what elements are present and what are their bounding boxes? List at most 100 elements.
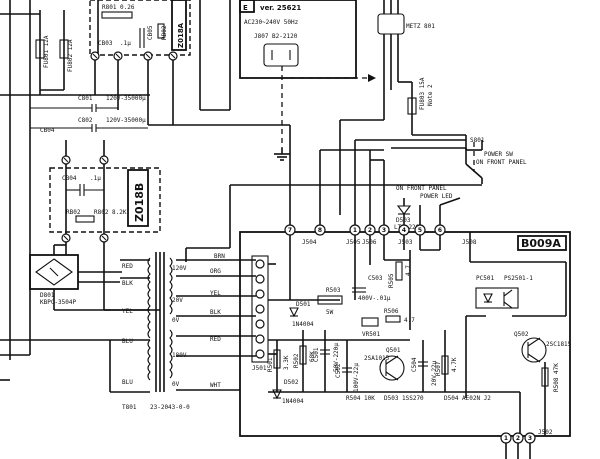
svg-text:R801 0.26: R801 0.26: [102, 4, 135, 11]
svg-text:PS2501-1: PS2501-1: [504, 275, 533, 282]
svg-text:2: 2: [368, 227, 372, 234]
svg-text:D504: D504: [444, 395, 459, 402]
svg-text:R505: R505: [388, 273, 395, 288]
svg-text:ON FRONT PANEL: ON FRONT PANEL: [476, 159, 527, 166]
svg-text:C502: C502: [335, 363, 342, 378]
board-connector-pins: 7 8 1 2 3 4 5 6 J504 J505 J506 J503 J508: [284, 224, 477, 246]
svg-text:20V-22µ: 20V-22µ: [431, 360, 438, 386]
svg-text:8: 8: [318, 227, 322, 234]
svg-text:ver. 25621: ver. 25621: [260, 4, 301, 12]
svg-text:20V: 20V: [172, 297, 183, 304]
fuse-fu801: FU801 12A: [35, 10, 50, 90]
resistor-r503: R503 5W: [317, 287, 343, 316]
svg-text:1SS270: 1SS270: [402, 395, 424, 402]
svg-text:5: 5: [418, 227, 422, 234]
resistor-r504: R504 10K: [346, 395, 375, 402]
diode-d502: D502 1N4004: [272, 379, 304, 405]
svg-text:2: 2: [516, 435, 520, 442]
svg-text:R501: R501: [267, 357, 274, 372]
resistor-r506: R506 4.7: [384, 308, 415, 324]
svg-text:METZ 801: METZ 801: [406, 23, 435, 30]
svg-text:7: 7: [288, 227, 292, 234]
svg-text:POWER SW: POWER SW: [484, 151, 513, 158]
svg-text:Q501: Q501: [386, 347, 401, 354]
z018a-label: Z018A: [177, 22, 185, 48]
svg-text:J504: J504: [302, 239, 317, 246]
svg-text:R506: R506: [384, 308, 399, 315]
power-switch-s801[interactable]: S801 POWER SW ON FRONT PANEL: [465, 137, 527, 179]
svg-text:5W: 5W: [326, 309, 334, 316]
svg-text:KBPC-3504P: KBPC-3504P: [40, 299, 77, 306]
svg-text:Q502: Q502: [514, 331, 529, 338]
svg-text:2SA1015: 2SA1015: [364, 355, 390, 362]
svg-text:AE02N J2: AE02N J2: [462, 395, 491, 402]
svg-text:D502: D502: [284, 379, 299, 386]
resistor-r507: R507 4.7K: [435, 355, 458, 376]
svg-text:4.7: 4.7: [405, 265, 412, 276]
svg-text:68K: 68K: [309, 351, 316, 362]
capacitor-c504: C504 20V-22µ: [411, 357, 438, 386]
svg-text:2SC1815: 2SC1815: [546, 341, 572, 348]
svg-text:C801: C801: [78, 95, 93, 102]
svg-text:BLK: BLK: [210, 309, 221, 316]
optocoupler-pc501: PC501 PS2501-1: [475, 275, 533, 309]
transistor-q502: Q502 2SC1815: [514, 331, 572, 363]
svg-text:0V: 0V: [172, 317, 180, 324]
svg-text:0V: 0V: [172, 381, 180, 388]
board-z018b: Z018B CB04 .1µ RB02 R802 8.2K: [49, 155, 161, 243]
svg-text:RB02: RB02: [66, 209, 81, 216]
svg-text:120V-35000µ: 120V-35000µ: [106, 95, 146, 102]
svg-text:1N4004: 1N4004: [282, 398, 304, 405]
capacitor-c802: C802 120V-35000µ: [30, 117, 148, 132]
svg-text:.1µ: .1µ: [120, 40, 131, 47]
svg-text:3: 3: [528, 435, 532, 442]
svg-text:E: E: [243, 4, 248, 12]
svg-text:4.7: 4.7: [404, 317, 415, 324]
diode-d503b: D503 1SS270: [384, 395, 424, 402]
svg-text:BLU: BLU: [122, 338, 133, 345]
svg-text:3.3K: 3.3K: [283, 355, 290, 370]
svg-text:R802 8.2K: R802 8.2K: [94, 209, 127, 216]
transistor-q501: Q501 2SA1015: [364, 347, 405, 381]
svg-text:J807 B2-2120: J807 B2-2120: [254, 33, 298, 40]
svg-text:D501: D501: [296, 301, 311, 308]
capacitor-c801: C801 120V-35000µ: [30, 95, 146, 112]
svg-text:YEL: YEL: [210, 290, 221, 297]
svg-text:1: 1: [504, 435, 508, 442]
svg-text:.1µ: .1µ: [90, 175, 101, 182]
svg-text:J505: J505: [346, 239, 361, 246]
svg-text:1: 1: [353, 227, 357, 234]
svg-text:C503: C503: [368, 275, 383, 282]
svg-text:6: 6: [438, 227, 442, 234]
svg-text:R502: R502: [293, 353, 300, 368]
svg-text:FU802 12A: FU802 12A: [67, 39, 74, 72]
svg-text:R504 10K: R504 10K: [346, 395, 375, 402]
diode-d501: D501 1N4004: [289, 301, 314, 328]
trimmer-vr501[interactable]: VR501: [361, 317, 380, 338]
svg-text:FU801 12A: FU801 12A: [43, 35, 50, 68]
svg-text:D801: D801: [40, 292, 55, 299]
svg-text:CB03: CB03: [98, 40, 113, 47]
svg-text:R503: R503: [326, 287, 341, 294]
svg-text:FU803 15A: FU803 15A: [419, 77, 426, 110]
b009a-label: B009A: [521, 237, 561, 250]
svg-text:RED: RED: [210, 336, 221, 343]
capacitor-c503: C503 400V-.01µ: [352, 275, 391, 302]
fuse-fu803: FU803 15A Note 2: [407, 77, 434, 115]
svg-text:ORG: ORG: [210, 268, 221, 275]
svg-text:120V: 120V: [172, 265, 187, 272]
svg-text:Note 2: Note 2: [427, 84, 434, 106]
mains-inlet-box: E ver. 25621 AC230~240V 50Hz J807 B2-212…: [239, 0, 357, 79]
svg-text:YEL: YEL: [122, 308, 133, 315]
svg-text:T801: T801: [122, 404, 137, 411]
svg-text:RED: RED: [122, 263, 133, 270]
ground-symbol: [274, 148, 290, 161]
svg-text:23-2043-0-0: 23-2043-0-0: [150, 404, 190, 411]
diode-d504: D504 AE02N J2: [444, 395, 491, 402]
svg-text:CB04: CB04: [40, 127, 55, 134]
svg-text:CB05: CB05: [147, 25, 154, 40]
svg-text:PC501: PC501: [476, 275, 494, 282]
connector-j501: J501: [251, 255, 269, 372]
svg-text:BLU: BLU: [122, 379, 133, 386]
